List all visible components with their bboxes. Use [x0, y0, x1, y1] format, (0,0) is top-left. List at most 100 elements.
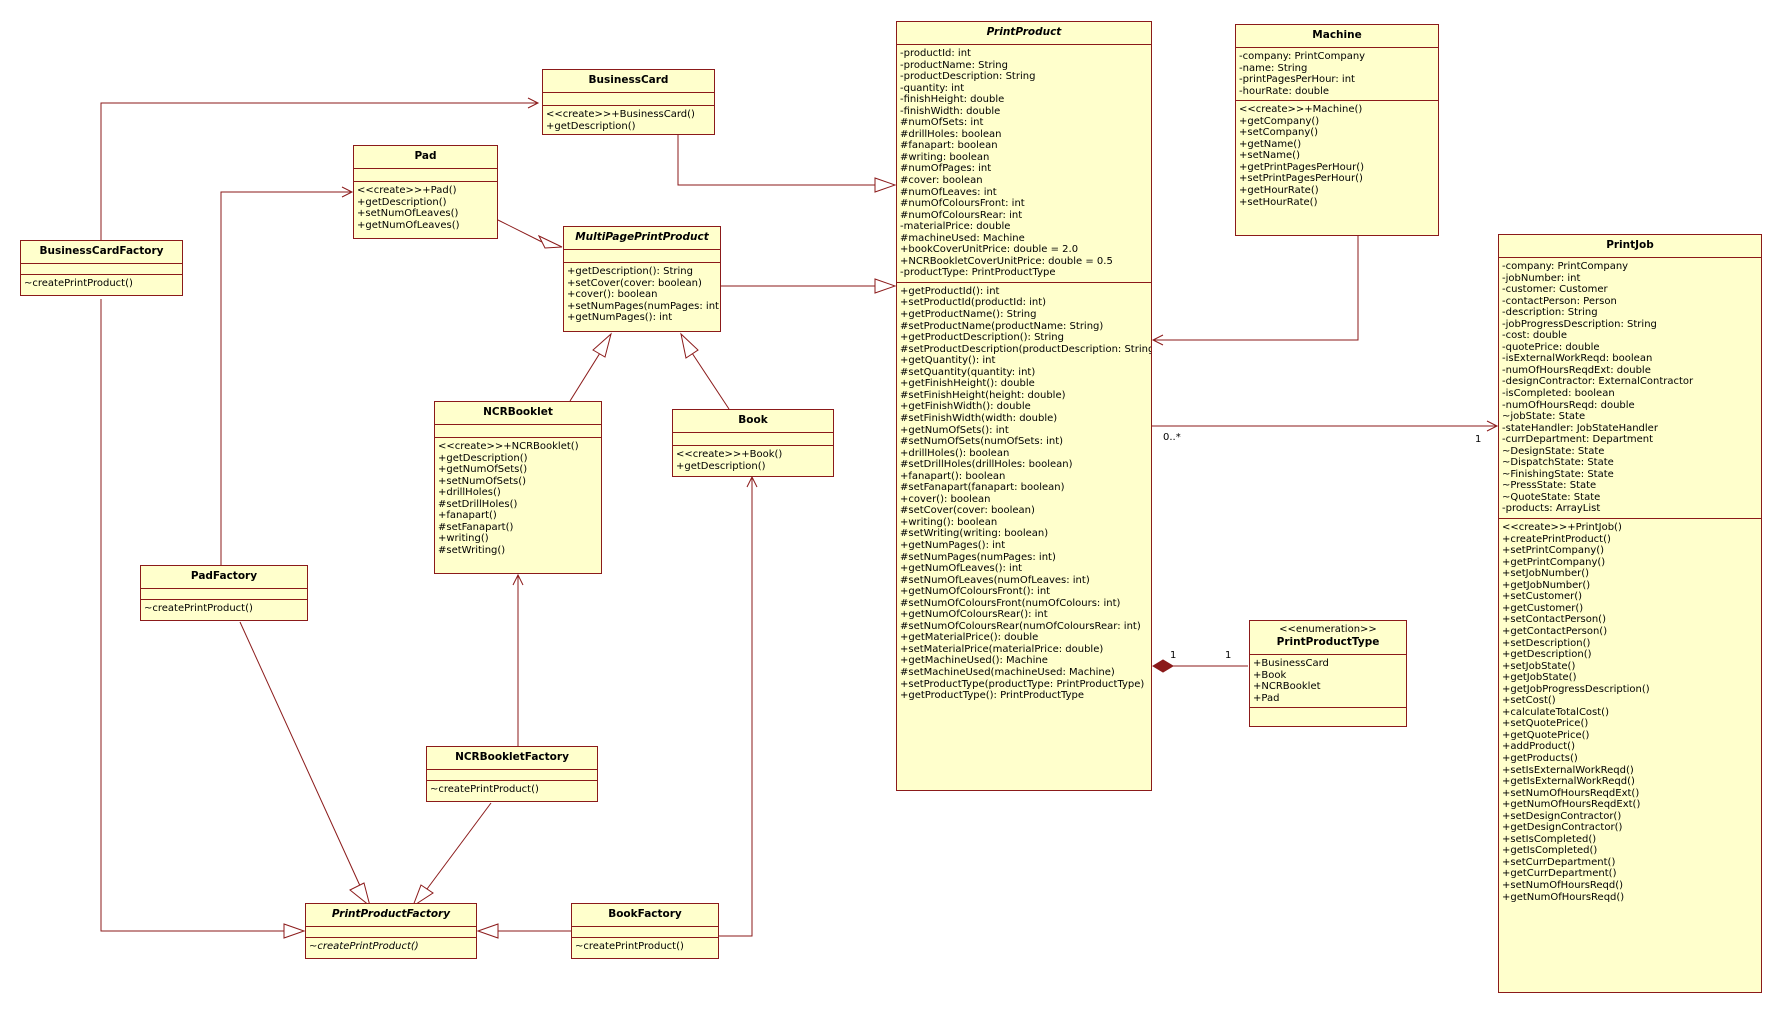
operation-row: +setNumOfHoursReqdExt(): [1502, 787, 1640, 799]
attribute-row: -stateHandler: JobStateHandler: [1502, 422, 1658, 434]
operations-compartment: ~createPrintProduct(): [306, 938, 476, 956]
attribute-row: -designContractor: ExternalContractor: [1502, 376, 1694, 388]
operation-row: +getProductId(): int: [900, 285, 1000, 297]
operation-row: +getJobNumber(): [1502, 579, 1591, 591]
class-name: PrintProductFactory: [306, 904, 476, 927]
attribute-row: -cost: double: [1502, 330, 1567, 342]
class-businesscard[interactable]: BusinessCard <<create>>+BusinessCard()+g…: [542, 69, 715, 135]
edge-padfactory-to-pad: [220, 191, 352, 565]
operation-row: +setProductId(productId: int): [900, 297, 1047, 309]
operations-compartment: ~createPrintProduct(): [572, 938, 718, 956]
operation-row: ~createPrintProduct(): [575, 941, 684, 952]
operations-compartment: +getDescription(): String+setCover(cover…: [564, 263, 720, 327]
operations-compartment: +getProductId(): int+setProductId(produc…: [897, 283, 1151, 705]
arrowhead-hollow-triangle: [411, 884, 434, 908]
operation-row: #setProductName(productName: String): [900, 320, 1104, 332]
operation-row: #setNumOfColoursRear(numOfColoursRear: i…: [900, 620, 1141, 632]
class-machine[interactable]: Machine -company: PrintCompany-name: Str…: [1235, 24, 1439, 236]
class-pad[interactable]: Pad <<create>>+Pad()+getDescription()+se…: [353, 145, 498, 239]
class-ncrbookletfactory[interactable]: NCRBookletFactory ~createPrintProduct(): [426, 746, 598, 802]
class-printjob[interactable]: PrintJob -company: PrintCompany-jobNumbe…: [1498, 234, 1762, 993]
attribute-row: +Book: [1253, 669, 1287, 681]
attribute-row: +Pad: [1253, 692, 1280, 704]
attribute-row: ~PressState: State: [1502, 480, 1597, 492]
attribute-row: #numOfLeaves: int: [900, 186, 997, 198]
operation-row: +setQuotePrice(): [1502, 718, 1589, 730]
operation-row: +setProductType(productType: PrintProduc…: [900, 678, 1145, 690]
attribute-row: -name: String: [1239, 62, 1308, 74]
operation-row: #setDrillHoles(drillHoles: boolean): [900, 459, 1073, 471]
operation-row: +addProduct(): [1502, 741, 1575, 753]
operation-row: +getNumOfHoursReqdExt(): [1502, 799, 1641, 811]
class-ncrbooklet[interactable]: NCRBooklet <<create>>+NCRBooklet()+getDe…: [434, 401, 602, 574]
operation-row: +setCustomer(): [1502, 591, 1583, 603]
attribute-row: -isCompleted: boolean: [1502, 388, 1615, 400]
operation-row: +setDesignContractor(): [1502, 810, 1622, 822]
arrowhead-hollow-triangle: [874, 278, 897, 294]
arrowhead-hollow-triangle: [349, 882, 371, 908]
operation-row: +getProductType(): PrintProductType: [900, 690, 1085, 702]
edge-businesscardfactory-to-businesscard: [100, 102, 538, 240]
operation-row: +cover(): boolean: [567, 289, 658, 301]
operation-row: +setCurrDepartment(): [1502, 856, 1616, 868]
operation-row: +setNumOfLeaves(): [357, 208, 459, 220]
arrowhead-open: [746, 475, 758, 488]
operation-row: +getProducts(): [1502, 752, 1578, 764]
operation-row: +drillHoles(): [438, 487, 501, 499]
operation-row: +setMaterialPrice(materialPrice: double): [900, 643, 1104, 655]
operation-row: +writing(): [438, 533, 489, 545]
attributes-compartment: +BusinessCard+Book+NCRBooklet+Pad: [1250, 655, 1406, 709]
operation-row: +getFinishHeight(): double: [900, 378, 1035, 390]
operation-row: +getCurrDepartment(): [1502, 868, 1617, 880]
class-book[interactable]: Book <<create>>+Book()+getDescription(): [672, 409, 834, 477]
operations-compartment: <<create>>+PrintJob()+createPrintProduct…: [1499, 519, 1761, 906]
operation-row: ~createPrintProduct(): [24, 278, 133, 289]
attribute-row: #numOfColoursFront: int: [900, 198, 1025, 210]
arrowhead-hollow-triangle: [537, 234, 563, 249]
enum-printproducttype[interactable]: <<enumeration>> PrintProductType +Busine…: [1249, 620, 1407, 727]
class-printproductfactory[interactable]: PrintProductFactory ~createPrintProduct(…: [305, 903, 477, 959]
class-businesscardfactory[interactable]: BusinessCardFactory ~createPrintProduct(…: [20, 240, 183, 296]
operation-row: #setFinishWidth(width: double): [900, 412, 1058, 424]
operation-row: #setNumOfLeaves(numOfLeaves: int): [900, 574, 1090, 586]
class-padfactory[interactable]: PadFactory ~createPrintProduct(): [140, 565, 308, 621]
class-printproduct[interactable]: PrintProduct -productId: int-productName…: [896, 21, 1152, 791]
operation-row: +setPrintPagesPerHour(): [1239, 173, 1363, 185]
arrowhead-open: [527, 97, 540, 109]
operation-row: +setJobState(): [1502, 660, 1576, 672]
operation-row: +getNumPages(): int: [567, 312, 673, 324]
operations-compartment: <<create>>+Book()+getDescription(): [673, 446, 833, 475]
attribute-row: +BusinessCard: [1253, 658, 1329, 669]
operation-row: +getPrintPagesPerHour(): [1239, 161, 1365, 173]
attribute-row: -company: PrintCompany: [1502, 261, 1629, 272]
class-bookfactory[interactable]: BookFactory ~createPrintProduct(): [571, 903, 719, 959]
operation-row: #setQuantity(quantity: int): [900, 366, 1036, 378]
operation-row: +setNumOfHoursReqd(): [1502, 879, 1624, 891]
attribute-row: -description: String: [1502, 307, 1598, 319]
attributes-compartment: [673, 433, 833, 446]
operation-row: +getCustomer(): [1502, 602, 1584, 614]
operation-row: +getProductName(): String: [900, 309, 1037, 321]
attribute-row: -quantity: int: [900, 82, 965, 94]
operation-row: +getCompany(): [1239, 115, 1320, 127]
operations-compartment: ~createPrintProduct(): [141, 600, 307, 618]
operation-row: +drillHoles(): boolean: [900, 447, 1010, 459]
operation-row: +setIsExternalWorkReqd(): [1502, 764, 1634, 776]
operation-row: #setNumPages(numPages: int): [900, 551, 1056, 563]
attribute-row: #numOfPages: int: [900, 163, 992, 175]
attribute-row: -finishWidth: double: [900, 105, 1001, 117]
class-multipageprintproduct[interactable]: MultiPagePrintProduct +getDescription():…: [563, 226, 721, 332]
operation-row: +getNumOfSets(): int: [900, 424, 1009, 436]
operation-row: +fanapart(): [438, 510, 497, 522]
attribute-row: ~FinishingState: State: [1502, 468, 1614, 480]
arrowhead-hollow-triangle: [283, 923, 306, 939]
attribute-row: #numOfColoursRear: int: [900, 209, 1023, 221]
multiplicity-label: 1: [1475, 434, 1482, 445]
attribute-row: -contactPerson: Person: [1502, 295, 1617, 307]
operation-row: #setFanapart(fanapart: boolean): [900, 482, 1065, 494]
operation-row: +calculateTotalCost(): [1502, 706, 1609, 718]
operation-row: +getNumOfColoursFront(): int: [900, 586, 1051, 598]
attribute-row: -productDescription: String: [900, 71, 1036, 83]
operations-compartment: <<create>>+Machine()+getCompany()+setCom…: [1236, 101, 1438, 211]
attributes-compartment: [427, 770, 597, 781]
